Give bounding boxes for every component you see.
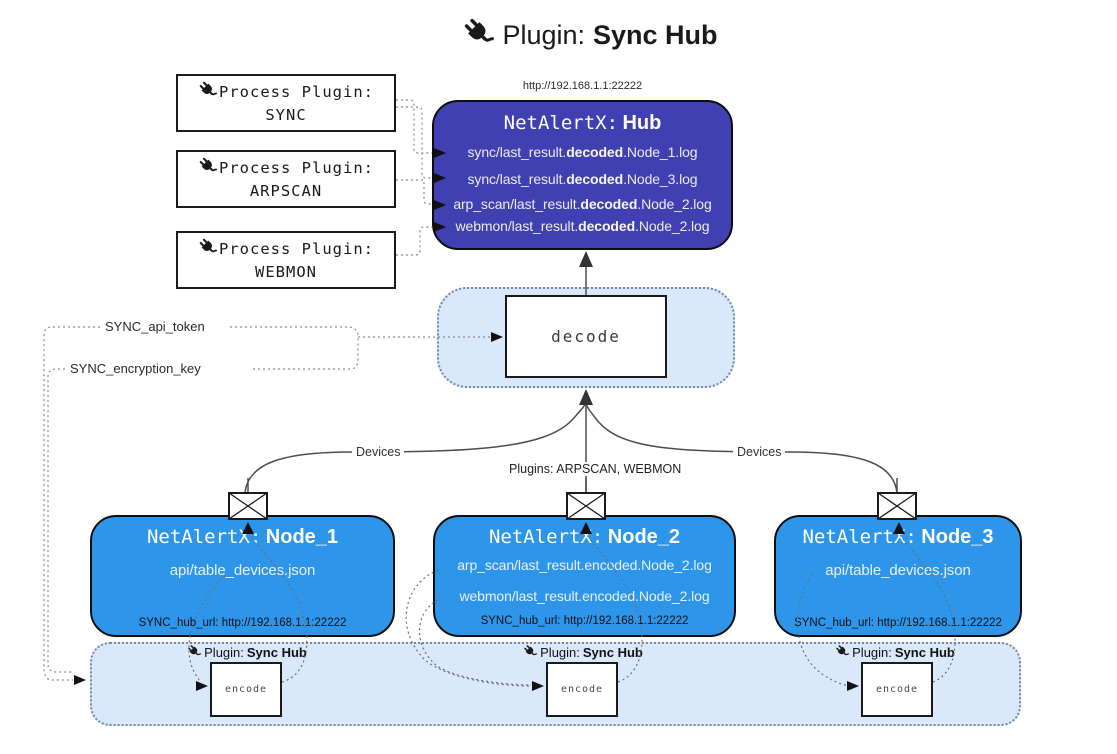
plug-icon bbox=[187, 644, 202, 661]
plug-icon bbox=[198, 80, 218, 105]
node1-hub-url: SYNC_hub_url: http://192.168.1.1:22222 bbox=[138, 617, 347, 629]
plug-icon bbox=[523, 644, 538, 661]
envelope-icon bbox=[877, 492, 917, 525]
hub-title-prefix: NetAlertX: bbox=[503, 112, 619, 134]
process-plugin-sync-box: Process Plugin: SYNC bbox=[176, 74, 396, 132]
plugins-edge-label: Plugins: ARPSCAN, WEBMON bbox=[505, 462, 686, 476]
process-plugin-label: Process Plugin: bbox=[219, 159, 374, 178]
hub-title: NetAlertX: Hub bbox=[432, 112, 733, 135]
node3-file-line: api/table_devices.json bbox=[825, 562, 971, 579]
node3-hub-url: SYNC_hub_url: http://192.168.1.1:22222 bbox=[794, 617, 1002, 629]
plug-icon bbox=[198, 156, 218, 181]
encode-box: encode bbox=[861, 662, 933, 717]
diagram-title: Plugin: Sync Hub bbox=[400, 16, 780, 55]
process-plugin-label: Process Plugin: bbox=[219, 83, 374, 102]
hub-box bbox=[432, 100, 733, 250]
envelope-icon bbox=[228, 492, 268, 525]
band-plugin-label: Plugin:Sync Hub bbox=[508, 644, 658, 661]
title-name: Sync Hub bbox=[593, 20, 718, 50]
node2-file-line: arp_scan/last_result.encoded.Node_2.log bbox=[457, 557, 712, 573]
process-plugin-name: WEBMON bbox=[255, 263, 317, 281]
sync-api-token-label: SYNC_api_token bbox=[101, 319, 209, 334]
hub-log-line: sync/last_result.decoded.Node_3.log bbox=[467, 171, 698, 187]
encode-label: encode bbox=[875, 684, 919, 695]
node2-title: NetAlertX: Node_2 bbox=[488, 526, 681, 548]
title-prefix: Plugin: bbox=[502, 20, 586, 50]
process-plugin-arpscan-box: Process Plugin: ARPSCAN bbox=[176, 150, 396, 208]
hub-log-line: arp_scan/last_result.decoded.Node_2.log bbox=[453, 196, 712, 212]
devices-edge-label-left: Devices bbox=[352, 445, 405, 459]
node1-file-line: api/table_devices.json bbox=[169, 562, 316, 579]
band-plugin-label: Plugin:Sync Hub bbox=[172, 644, 322, 661]
hub-title-name: Hub bbox=[622, 112, 662, 134]
node2-file-line: webmon/last_result.encoded.Node_2.log bbox=[459, 588, 710, 604]
hub-log-line: webmon/last_result.decoded.Node_2.log bbox=[455, 218, 710, 234]
encode-box: encode bbox=[210, 662, 282, 717]
node1-title: NetAlertX: Node_1 bbox=[146, 526, 339, 548]
sync-encryption-key-label: SYNC_encryption_key bbox=[66, 361, 205, 376]
process-plugin-name: SYNC bbox=[265, 106, 307, 124]
decode-box: decode bbox=[505, 295, 667, 378]
node1-box bbox=[90, 515, 395, 637]
envelope-icon bbox=[566, 492, 606, 525]
decode-label: decode bbox=[551, 327, 621, 346]
hub-url-label: http://192.168.1.1:22222 bbox=[522, 80, 643, 92]
encode-label: encode bbox=[224, 684, 268, 695]
process-plugin-webmon-box: Process Plugin: WEBMON bbox=[176, 231, 396, 289]
plug-icon bbox=[835, 644, 850, 661]
plug-icon bbox=[462, 16, 496, 55]
hub-log-line: sync/last_result.decoded.Node_1.log bbox=[467, 144, 698, 160]
plug-icon bbox=[198, 237, 218, 262]
node3-title: NetAlertX: Node_3 bbox=[802, 526, 994, 548]
node2-hub-url: SYNC_hub_url: http://192.168.1.1:22222 bbox=[480, 615, 689, 627]
devices-edge-label-right: Devices bbox=[733, 445, 786, 459]
encode-label: encode bbox=[560, 684, 604, 695]
encode-box: encode bbox=[546, 662, 618, 717]
band-plugin-label: Plugin:Sync Hub bbox=[820, 644, 970, 661]
process-plugin-label: Process Plugin: bbox=[219, 240, 374, 259]
process-plugin-name: ARPSCAN bbox=[249, 182, 323, 200]
